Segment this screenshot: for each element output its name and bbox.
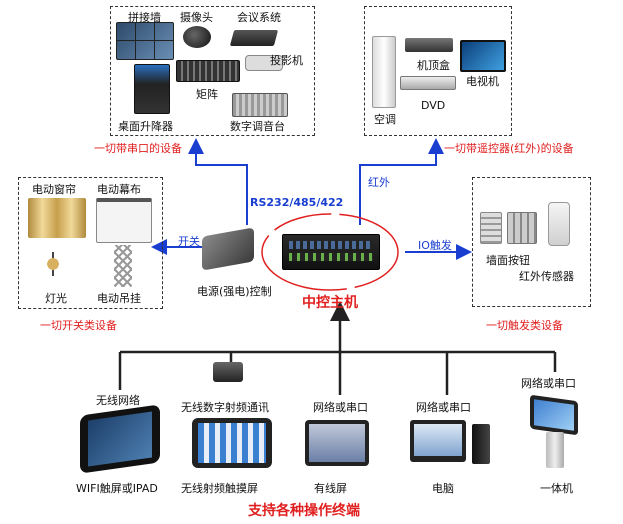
- matrix-image: [176, 60, 240, 82]
- rf-touchscreen-image: [192, 418, 272, 468]
- device-label-air-conditioner: 空调: [374, 113, 396, 126]
- terminal-top-label-kiosk: 网络或串口: [521, 377, 576, 390]
- terminal-bottom-label-kiosk: 一体机: [540, 482, 573, 495]
- pc-tower-image: [472, 424, 490, 464]
- device-label-video-wall: 拼接墙: [128, 11, 161, 24]
- wired-screen-image: [305, 420, 369, 466]
- switch-device-box: [18, 177, 163, 309]
- curtain-image: [28, 198, 86, 238]
- wall-button-image: [480, 212, 502, 244]
- rf-antenna-image: [213, 362, 243, 382]
- device-label-matrix: 矩阵: [196, 88, 218, 101]
- device-label-mixer: 数字调音台: [230, 120, 285, 133]
- device-label-tv: 电视机: [466, 75, 499, 88]
- terminal-bottom-label-ipad: WIFI触屏或IPAD: [76, 482, 158, 495]
- io-link-label: IO触发: [418, 239, 452, 252]
- ir-device-box: [364, 6, 512, 136]
- ir-link-label: 红外: [368, 176, 390, 189]
- serial-device-box: [110, 6, 315, 136]
- ir-sensor-image: [548, 202, 570, 246]
- projector-image: [245, 55, 283, 71]
- device-label-ir-sensor: 红外传感器: [519, 270, 574, 283]
- mixer-image: [232, 93, 288, 117]
- kiosk-image: [530, 394, 578, 436]
- lift-hanger-image: [114, 245, 132, 287]
- serial-link-line: [188, 138, 248, 225]
- desk-lifter-image: [134, 64, 170, 114]
- device-label-projector: 投影机: [270, 54, 303, 67]
- terminal-bottom-label-pc: 电脑: [432, 482, 454, 495]
- serial-link-label: RS232/485/422: [250, 196, 344, 209]
- device-label-dvd: DVD: [421, 99, 446, 112]
- terminal-top-label-rf: 无线数字射频通讯: [181, 401, 269, 414]
- device-label-settop-box: 机顶盒: [417, 59, 450, 72]
- serial-group-label: 一切带串口的设备: [94, 142, 182, 155]
- tv-image: [460, 40, 506, 72]
- terminal-top-label-ipad: 无线网络: [96, 394, 140, 407]
- switch-group-label: 一切开关类设备: [40, 319, 117, 332]
- conference-system-image: [229, 30, 279, 46]
- chandelier-image: [38, 252, 68, 276]
- device-label-lift-hanger: 电动吊挂: [97, 292, 141, 305]
- switch-link-label: 开关: [178, 235, 200, 248]
- kiosk-stand-image: [546, 432, 564, 468]
- terminal-bottom-label-rf: 无线射频触摸屏: [181, 482, 258, 495]
- host-ring: [261, 213, 399, 291]
- pc-monitor-image: [410, 420, 466, 462]
- power-control-label: 电源(强电)控制: [197, 285, 272, 298]
- device-label-curtain: 电动窗帘: [32, 183, 76, 196]
- device-label-wall-button: 墙面按钮: [486, 254, 530, 267]
- host-label: 中控主机: [302, 295, 358, 311]
- terminal-top-label-pc: 网络或串口: [416, 401, 471, 414]
- device-label-screen: 电动幕布: [97, 183, 141, 196]
- projection-screen-image: [96, 198, 152, 243]
- device-label-desk-lifter: 桌面升降器: [118, 120, 173, 133]
- terminal-top-label-wired: 网络或串口: [313, 401, 368, 414]
- device-label-light: 灯光: [45, 292, 67, 305]
- terminal-bottom-label-wired: 有线屏: [314, 482, 347, 495]
- device-label-conference: 会议系统: [237, 11, 281, 24]
- ir-group-label: 一切带遥控器(红外)的设备: [444, 142, 574, 155]
- trigger-device-box: [472, 177, 591, 307]
- keypad-image: [507, 212, 537, 244]
- dvd-image: [400, 76, 456, 90]
- ipad-image: [80, 404, 160, 474]
- device-label-camera: 摄像头: [180, 11, 213, 24]
- ir-link-line: [359, 138, 444, 225]
- settop-box-image: [405, 38, 453, 52]
- air-conditioner-image: [372, 36, 396, 108]
- trigger-group-label: 一切触发类设备: [486, 319, 563, 332]
- host-image: [282, 234, 380, 270]
- camera-image: [183, 26, 211, 48]
- video-wall-image: [116, 22, 174, 60]
- footer-caption: 支持各种操作终端: [248, 503, 360, 519]
